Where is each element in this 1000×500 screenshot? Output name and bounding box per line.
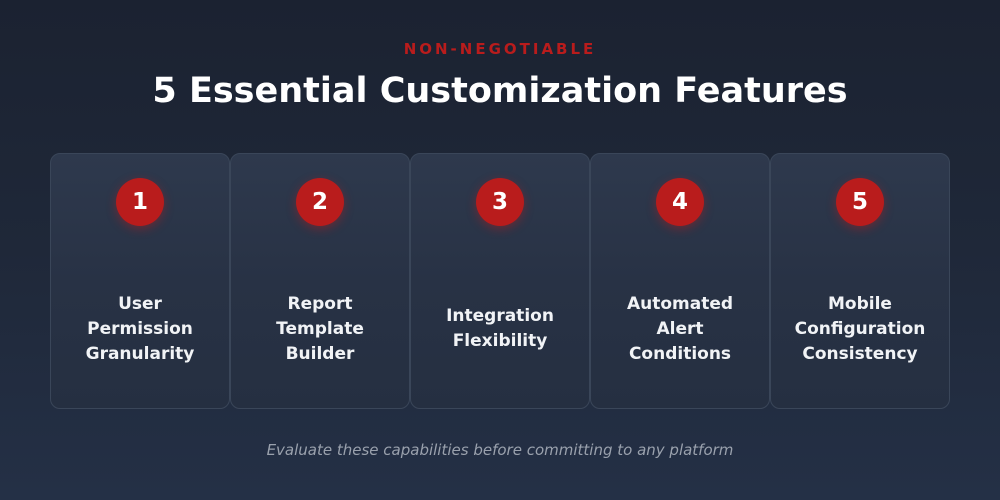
feature-label-line: Configuration [794,318,926,339]
feature-card-2: 2 Report Template Builder [230,153,410,409]
feature-label: Automated Alert Conditions [591,250,769,408]
feature-label-line: Integration [446,306,554,326]
number-badge: 2 [296,178,344,226]
feature-card-5: 5 Mobile Configuration Consistency [770,153,950,409]
number-badge: 3 [476,178,524,226]
feature-label-line: Mobile [828,293,892,314]
feature-card-3: 3 Integration Flexibility [410,153,590,409]
feature-label-line: Consistency [802,343,918,364]
feature-label: Report Template Builder [231,250,409,408]
feature-label-line: Automated [626,293,734,314]
number-badge: 4 [656,178,704,226]
feature-label: Integration Flexibility [411,250,589,408]
number-badge: 1 [116,178,164,226]
feature-label: Mobile Configuration Consistency [771,250,949,408]
page-title: 5 Essential Customization Features [152,71,848,111]
feature-label-line: Builder [285,343,355,364]
number-badge: 5 [836,178,884,226]
footer-note: Evaluate these capabilities before commi… [266,441,734,459]
feature-label-line: Report [287,293,353,314]
feature-label-line: Granularity [85,343,195,364]
feature-label-line: Alert [656,318,704,339]
feature-label-line: Template [276,318,364,339]
feature-cards: 1 User Permission Granularity 2 Report T… [50,153,950,409]
feature-card-1: 1 User Permission Granularity [50,153,230,409]
feature-label-line: Conditions [628,343,732,364]
feature-card-4: 4 Automated Alert Conditions [590,153,770,409]
feature-label-line: Permission [87,318,193,339]
feature-label-line: User [118,293,162,314]
eyebrow-label: NON-NEGOTIABLE [403,40,597,58]
feature-label: User Permission Granularity [51,250,229,408]
feature-label-line: Flexibility [452,331,548,351]
